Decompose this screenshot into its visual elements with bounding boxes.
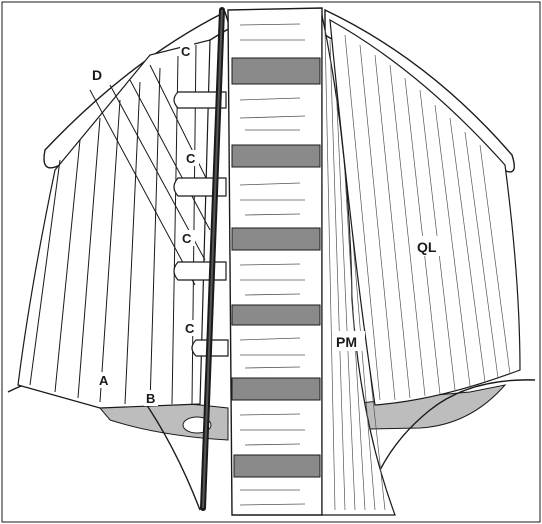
label-ql: QL [417, 239, 437, 255]
disc [232, 145, 320, 167]
disc [232, 228, 320, 250]
label-d: D [92, 67, 102, 83]
label-c-1: C [181, 44, 191, 59]
disc [232, 305, 320, 325]
label-c-3: C [182, 231, 192, 246]
label-b: B [146, 391, 155, 406]
disc [234, 455, 320, 477]
vertebral-column [228, 8, 322, 515]
label-a: A [99, 373, 109, 388]
label-c-2: C [186, 151, 196, 166]
label-pm: PM [336, 334, 357, 350]
disc [232, 378, 320, 400]
label-c-4: C [185, 321, 195, 336]
disc [232, 58, 320, 84]
